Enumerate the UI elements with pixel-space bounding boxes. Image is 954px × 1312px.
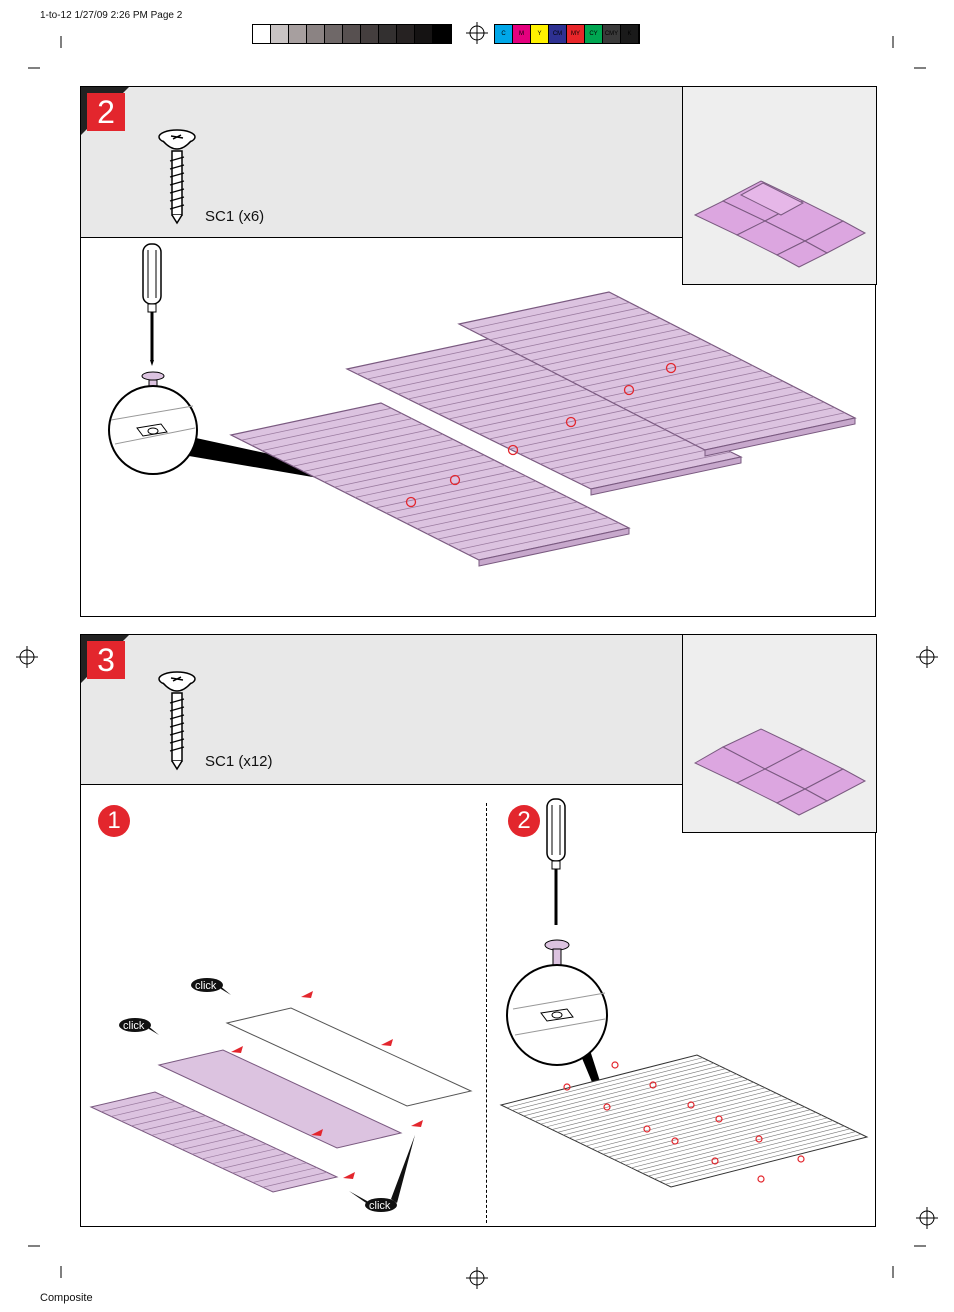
process-swatch: C <box>495 25 513 43</box>
substep-1-panels <box>89 1007 473 1193</box>
gray-swatch <box>325 25 343 43</box>
process-swatch: CM <box>549 25 567 43</box>
registration-mark-bottom-right <box>916 1207 938 1229</box>
registration-mark-bottom <box>466 1267 488 1289</box>
click-arrows <box>231 991 423 1179</box>
gray-swatch <box>361 25 379 43</box>
gray-swatch <box>289 25 307 43</box>
registration-mark-right <box>916 646 938 668</box>
gray-swatch <box>433 25 451 43</box>
click-label-bottom: click <box>369 1200 391 1212</box>
screw-sc1-icon <box>158 671 196 771</box>
gray-swatch <box>271 25 289 43</box>
assembled-floor <box>499 1054 869 1188</box>
floor-panel-left <box>229 402 631 567</box>
step-2-number: 2 <box>87 93 125 131</box>
printer-slug: 1-to-12 1/27/09 2:26 PM Page 2 <box>40 10 183 21</box>
step-2-header: 2 SC1 (x6) <box>81 87 683 238</box>
click-callout-left: click <box>119 1018 159 1035</box>
floor-panel-middle <box>345 336 743 496</box>
step-3-overview-thumbnail <box>681 633 877 833</box>
click-label-left: click <box>123 1020 145 1032</box>
step-3-illustration: click click click <box>89 798 869 1212</box>
step-3-number: 3 <box>87 641 125 679</box>
step-3-header: 3 SC1 (x12) <box>81 635 683 785</box>
floor-layout-icon <box>693 727 866 816</box>
substep-divider <box>486 803 487 1223</box>
gray-swatch <box>253 25 271 43</box>
registration-mark-top <box>466 22 488 44</box>
step-2-hardware-label: SC1 (x6) <box>205 208 265 225</box>
gray-color-bar <box>252 24 452 44</box>
floor-panel-right <box>457 291 857 457</box>
screw-location-markers <box>405 362 677 508</box>
gray-swatch <box>415 25 433 43</box>
gray-swatch <box>397 25 415 43</box>
registration-mark-left <box>16 646 38 668</box>
step-3-panel: 3 SC1 (x12) 1 2 <box>80 633 877 1227</box>
gray-swatch <box>307 25 325 43</box>
substep-1-number: 1 <box>98 805 130 837</box>
click-callout-top: click <box>191 978 231 995</box>
gray-swatch <box>379 25 397 43</box>
process-swatch: CMY <box>603 25 621 43</box>
process-swatch: M <box>513 25 531 43</box>
screwdriver-icon <box>142 243 162 366</box>
detail-magnifier <box>506 964 608 1099</box>
footer-slug: Composite <box>40 1292 93 1304</box>
click-callout-bottom: click <box>349 1135 415 1212</box>
step-2-panel: 2 SC1 (x6) <box>80 85 877 617</box>
substep-2-number: 2 <box>508 805 540 837</box>
step-2-overview-thumbnail <box>681 85 877 285</box>
step-2-illustration <box>108 243 857 567</box>
step-3-hardware-label: SC1 (x12) <box>205 753 273 770</box>
screw-location-markers <box>563 1061 805 1183</box>
click-label-top: click <box>195 980 217 992</box>
process-swatch: Y <box>531 25 549 43</box>
screwdriver-icon <box>546 798 566 925</box>
floor-layout-icon <box>693 179 866 268</box>
process-swatch: K <box>621 25 639 43</box>
process-swatch: MY <box>567 25 585 43</box>
gray-swatch <box>343 25 361 43</box>
process-swatch: CY <box>585 25 603 43</box>
screw-sc1-icon <box>158 129 196 225</box>
